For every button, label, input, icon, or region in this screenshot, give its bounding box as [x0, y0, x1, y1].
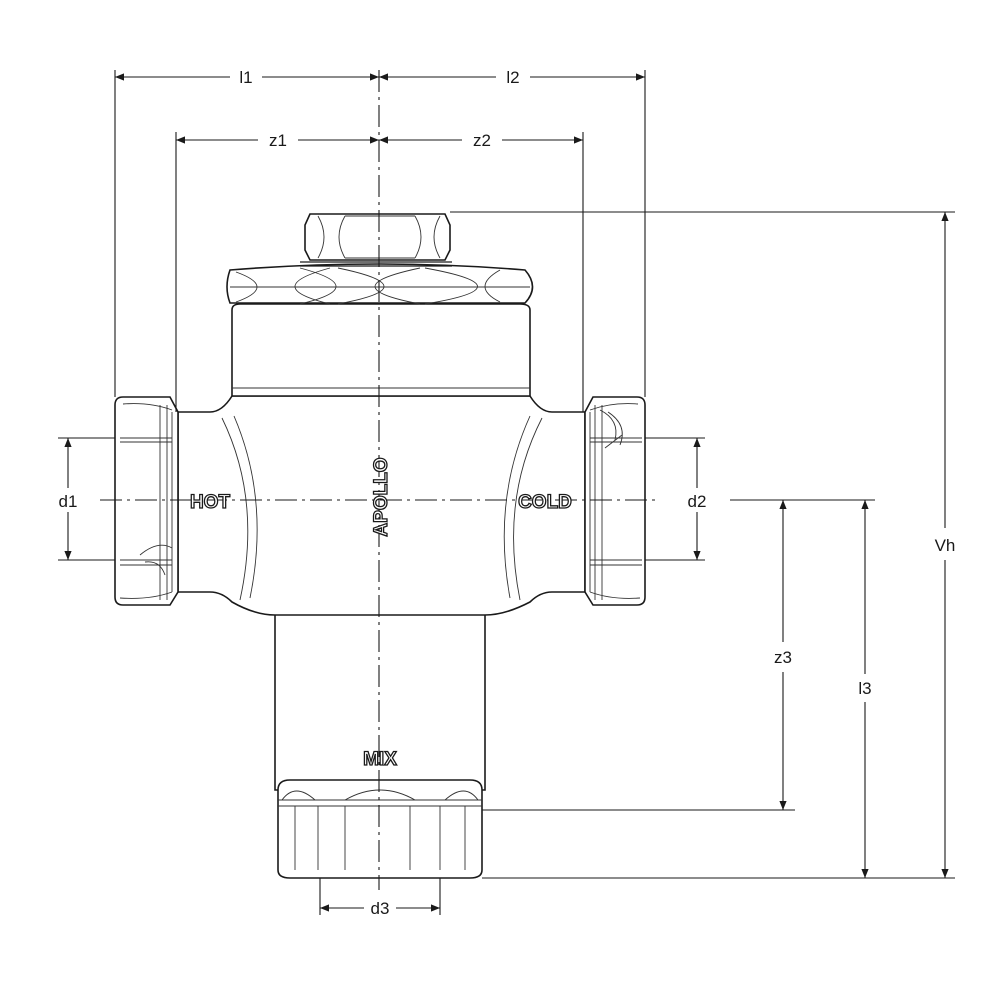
- valve-body: [177, 303, 586, 791]
- dimension-d1: d1: [59, 438, 78, 560]
- dimension-d2: d2: [688, 438, 707, 560]
- hot-inlet-port: [114, 396, 179, 606]
- dimension-z2: z2: [379, 131, 583, 150]
- dim-label-l2: l2: [506, 68, 519, 87]
- brand-marking: APOLLO: [371, 457, 392, 536]
- dimension-vh: Vh: [935, 212, 956, 878]
- dimension-l3: l3: [858, 500, 872, 878]
- dimension-l2: l2: [379, 68, 645, 87]
- dimension-l1: l1: [115, 68, 379, 87]
- dim-label-l3: l3: [858, 679, 871, 698]
- cold-marking: COLD: [518, 492, 572, 513]
- dimension-z1: z1: [176, 131, 379, 150]
- dim-label-z1: z1: [269, 131, 287, 150]
- mix-marking: MIX: [363, 749, 397, 770]
- dimension-z3: z3: [774, 500, 792, 810]
- lower-hex-nut: [226, 263, 534, 305]
- dim-label-vh: Vh: [935, 536, 956, 555]
- dim-label-z2: z2: [473, 131, 491, 150]
- dim-label-d1: d1: [59, 492, 78, 511]
- extension-lines: [58, 70, 955, 915]
- dimension-d3: d3: [320, 899, 440, 918]
- dim-label-z3: z3: [774, 648, 792, 667]
- dim-label-d2: d2: [688, 492, 707, 511]
- upper-hex-nut: [300, 213, 452, 267]
- hot-marking: HOT: [190, 492, 231, 513]
- dim-label-l1: l1: [239, 68, 252, 87]
- dim-label-d3: d3: [371, 899, 390, 918]
- mix-outlet-port: [277, 779, 483, 879]
- bonnet: [231, 303, 531, 397]
- cold-inlet-port: [584, 396, 646, 606]
